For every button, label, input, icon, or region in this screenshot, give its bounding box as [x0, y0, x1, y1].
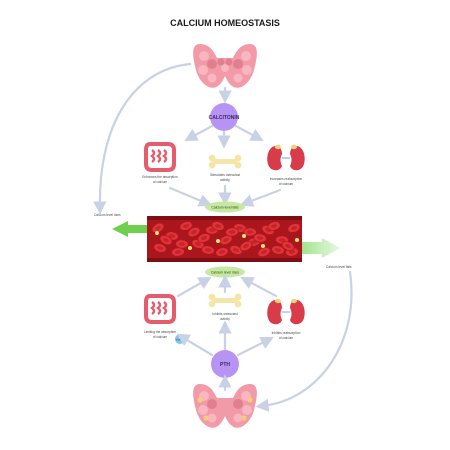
parathyroid-bottom-icon — [193, 384, 257, 428]
calcium-ion — [188, 246, 192, 250]
red-blood-cell-center — [178, 242, 186, 246]
bottom-kidney-text-2: of calcium — [279, 336, 294, 340]
loop-arrow-left — [93, 62, 192, 215]
kidneys-top-icon — [267, 144, 305, 171]
red-blood-cell-center — [290, 225, 298, 231]
red-blood-cell-center — [270, 224, 278, 228]
red-blood-cell-center — [156, 246, 164, 250]
red-blood-cell-center — [214, 224, 222, 228]
red-blood-cell-center — [232, 247, 240, 253]
bottom-bone-text-2: activity — [220, 317, 230, 321]
red-blood-cell-center — [168, 234, 176, 238]
calcium-ion — [216, 239, 220, 243]
loop-arrow-right — [255, 270, 353, 412]
calcitonin-label: CALCITONIN — [209, 115, 240, 121]
red-blood-cell-center — [200, 236, 208, 240]
red-blood-cell-center — [204, 248, 212, 252]
top-bone-text-2: activity — [220, 178, 230, 182]
pth-circle — [211, 350, 239, 378]
red-blood-cell-center — [243, 243, 249, 249]
top-bone-text-1: Stimulates osteoclast — [210, 173, 240, 177]
left-green-arrow — [112, 221, 148, 237]
bottom-gut-text-2: of calcium — [153, 335, 168, 339]
blood-vessel — [147, 216, 302, 262]
red-blood-cells — [151, 221, 301, 258]
red-blood-cell-center — [174, 250, 182, 254]
red-blood-cell-center — [191, 229, 197, 235]
intestine-bottom-icon — [144, 294, 176, 324]
calcium-rises-oval — [205, 266, 245, 278]
top-gut-text-2: of calcium — [153, 180, 168, 184]
bottom-gut-text-1: Limiting the absorption — [144, 330, 176, 334]
top-kidney-text-1: Increases reabsorption — [270, 177, 303, 181]
bone-bottom-icon — [208, 293, 242, 308]
top-gut-text-1: Enhances the absorption — [142, 175, 177, 179]
bottom-level-text: Calcium level rises — [211, 270, 240, 274]
red-blood-cell-center — [274, 248, 282, 252]
red-blood-cell-center — [218, 250, 226, 254]
right-green-arrow — [302, 238, 340, 258]
red-blood-cell-center — [228, 230, 236, 234]
top-level-text: Calcium level falls — [211, 205, 238, 209]
pth-label: PTH — [220, 362, 230, 368]
red-blood-cell-center — [260, 249, 268, 255]
red-blood-cell-center — [182, 224, 190, 228]
red-blood-cell-center — [208, 228, 216, 232]
red-blood-cell-center — [155, 225, 161, 231]
intestine-top-icon — [144, 142, 176, 172]
red-blood-cell-center — [163, 237, 169, 243]
calcitonin-circle — [210, 103, 238, 131]
calcium-ion — [242, 234, 246, 238]
diagram-title: CALCIUM HOMEOSTASIS — [170, 18, 280, 28]
calcium-ion — [261, 244, 265, 248]
calcium-falls-oval — [205, 201, 245, 213]
red-blood-cell-center — [284, 243, 292, 249]
left-side-text: Calcium level rises — [94, 213, 121, 217]
bottom-kidney-text-1: Inhibits reabsorption — [272, 331, 301, 335]
calcium-ion — [155, 231, 159, 235]
red-blood-cell-center — [278, 238, 286, 242]
red-blood-cell-center — [236, 226, 244, 230]
bone-top-icon — [208, 154, 242, 169]
top-kidney-text-2: of calcium — [279, 182, 294, 186]
red-blood-cell-center — [223, 237, 229, 243]
red-blood-cell-center — [246, 230, 254, 234]
red-blood-cell-center — [288, 250, 296, 254]
thyroid-top-icon — [193, 44, 257, 88]
red-blood-cell-center — [256, 236, 264, 240]
right-side-text: Calcium level falls — [326, 265, 352, 269]
calcium-ion — [295, 238, 299, 242]
kidneys-bottom-icon — [267, 298, 305, 325]
red-blood-cell-center — [194, 241, 202, 247]
bottom-bone-text-1: Inhibits osteoclast — [212, 312, 237, 316]
